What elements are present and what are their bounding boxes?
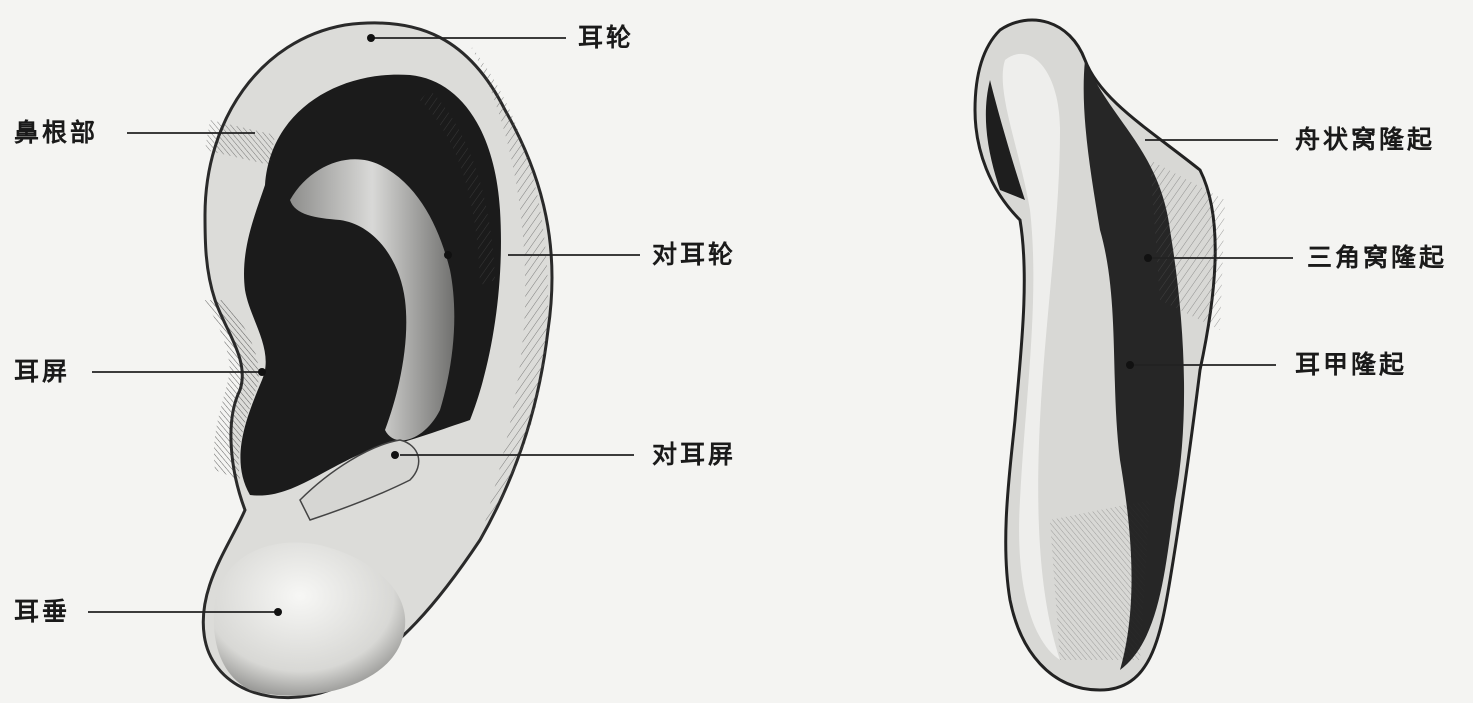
point-antitragus	[391, 451, 399, 459]
label-triangular-eminence: 三角窝隆起	[1307, 243, 1447, 273]
label-antihelix: 对耳轮	[652, 240, 736, 270]
label-helix: 耳轮	[578, 23, 634, 53]
point-antihelix	[444, 251, 452, 259]
label-root: 鼻根部	[14, 118, 98, 148]
point-concha	[1126, 361, 1134, 369]
label-scapha-eminence: 舟状窝隆起	[1295, 125, 1435, 155]
point-helix	[367, 34, 375, 42]
label-tragus: 耳屏	[14, 357, 70, 387]
point-tragus	[258, 368, 266, 376]
label-concha-eminence: 耳甲隆起	[1295, 350, 1407, 380]
label-lobe: 耳垂	[14, 597, 70, 627]
front-ear-drawing	[203, 23, 552, 698]
back-lower-hatch	[1050, 500, 1150, 660]
label-antitragus: 对耳屏	[652, 440, 736, 470]
back-ear-drawing	[975, 20, 1225, 690]
point-triangular	[1144, 254, 1152, 262]
point-lobe	[274, 608, 282, 616]
